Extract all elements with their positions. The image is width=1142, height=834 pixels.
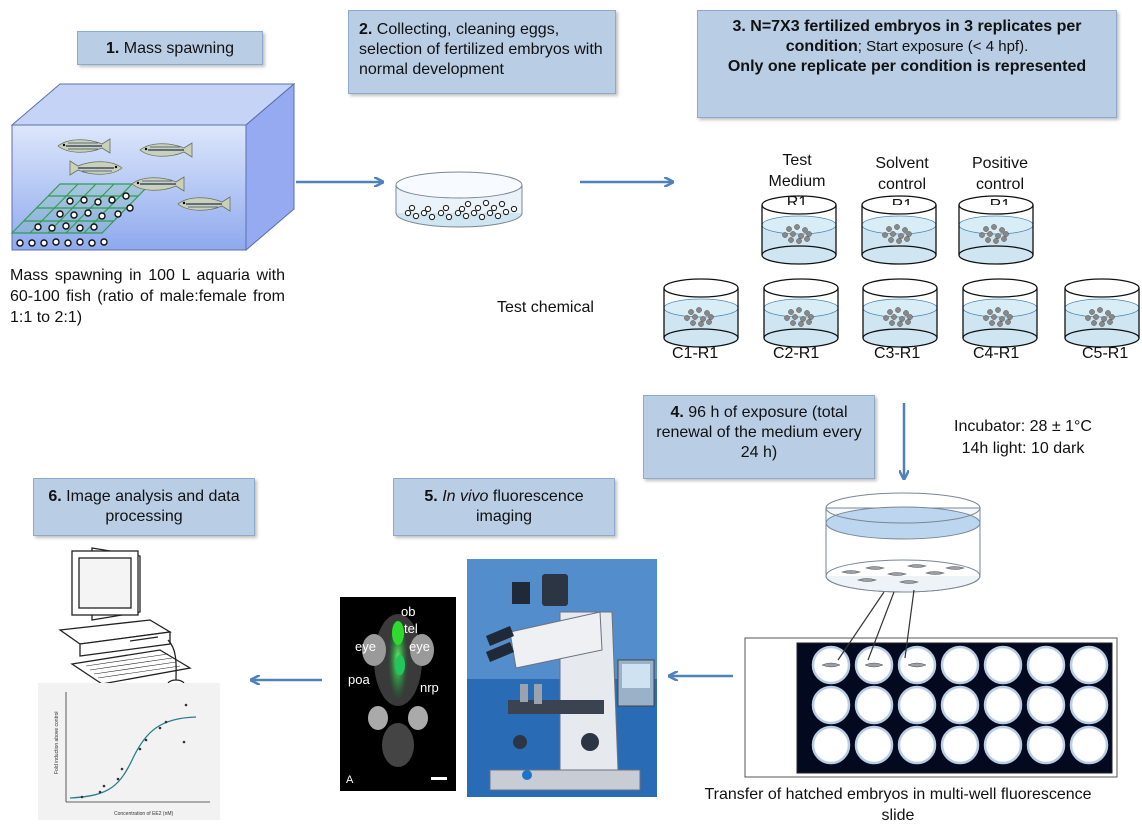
- control-label-line: Test: [782, 152, 812, 169]
- step6-number: 6.: [48, 488, 62, 505]
- transfer-line: [867, 591, 895, 661]
- slide-well: [1026, 725, 1066, 765]
- control-label-line: Positive: [971, 155, 1029, 172]
- step3-box: 3. N=7X3 fertilized embryos in 3 replica…: [697, 10, 1117, 118]
- concentration-beaker-4: [962, 278, 1038, 348]
- conc-label-c4: C4-R1: [973, 345, 1020, 362]
- step1-number: 1.: [105, 40, 120, 57]
- slide-well: [811, 725, 851, 765]
- slide-well: [940, 725, 980, 765]
- incubator-line1: Incubator: 28 ± 1°C: [954, 418, 1092, 435]
- slide-well: [1069, 645, 1109, 685]
- step2-text: Collecting, cleaning eggs, selection of …: [359, 21, 603, 78]
- conc-label-c2: C2-R1: [773, 345, 820, 362]
- label-poa: poa: [348, 672, 370, 687]
- conc-label-c5: C5-R1: [1082, 345, 1129, 362]
- control-beaker-3: [958, 195, 1034, 265]
- control-label-line: Medium: [768, 173, 826, 190]
- plot-xlabel: Concentration of EE2 (nM): [114, 811, 174, 817]
- slide-well: [1069, 725, 1109, 765]
- slide-well: [854, 685, 894, 725]
- spawning-caption: Mass spawning in 100 L aquaria with 60-1…: [10, 267, 285, 326]
- label-nrp: nrp: [420, 680, 439, 695]
- transfer-caption: Transfer of hatched embryos in multi-wel…: [704, 786, 1092, 824]
- slide-well: [897, 725, 937, 765]
- plot-ylabel: Fold induction above control: [54, 711, 60, 774]
- incubator-dish: [825, 492, 981, 593]
- concentration-beaker-5: [1064, 278, 1140, 348]
- label-tel: tel: [404, 621, 418, 636]
- egg-petri-dish: [395, 171, 523, 228]
- label-eye-right: eye: [409, 639, 430, 654]
- control-beaker-1: [761, 195, 837, 265]
- transfer-line: [837, 591, 885, 661]
- label-eye-left: eye: [355, 639, 376, 654]
- step1-text: Mass spawning: [123, 40, 235, 57]
- step6-box: 6. Image analysis and data processing: [33, 478, 255, 536]
- control-beaker-2: [861, 195, 937, 265]
- larva-in-well: [821, 662, 841, 668]
- label-ob: ob: [401, 604, 415, 619]
- test-chemical-label: Test chemical: [497, 299, 594, 316]
- step6-text: Image analysis and data processing: [66, 488, 240, 525]
- step5-number: 5.: [424, 488, 438, 505]
- slide-well: [983, 725, 1023, 765]
- conc-label-c3: C3-R1: [874, 345, 921, 362]
- slide-well: [811, 685, 851, 725]
- concentration-beaker-3: [862, 278, 938, 348]
- step5-italic: In vivo: [442, 488, 489, 505]
- zebrafish-icon: [57, 138, 231, 212]
- step3-bold-note: Only one replicate per condition is repr…: [727, 58, 1087, 75]
- slide-well: [1026, 645, 1066, 685]
- incubator-line2: 14h light: 10 dark: [961, 440, 1085, 457]
- label-panel-a: A: [346, 774, 354, 786]
- concentration-beaker-1: [663, 278, 739, 348]
- transfer-line: [904, 589, 915, 659]
- step1-box: 1. Mass spawning: [77, 31, 263, 65]
- step3-text: ; Start exposure (< 4 hpf).: [857, 38, 1029, 55]
- slide-well: [983, 645, 1023, 685]
- fluorescence-microscope: [467, 559, 657, 797]
- multiwell-fluorescence-slide: [744, 589, 1118, 778]
- step5-text: fluorescence imaging: [475, 488, 584, 525]
- slide-well: [940, 685, 980, 725]
- slide-well: [983, 685, 1023, 725]
- control-label-line: Solvent: [875, 155, 929, 172]
- step2-number: 2.: [359, 21, 373, 38]
- control-label-line: control: [877, 176, 927, 193]
- slide-wells: [811, 645, 1109, 765]
- conc-label-c1: C1-R1: [672, 345, 719, 362]
- fluorescence-larva-image: [340, 597, 456, 791]
- dose-response-plot: [38, 683, 220, 820]
- step3-bold-title: 3. N=7X3 fertilized embryos in 3 replica…: [732, 18, 1082, 55]
- step4-box: 4. 96 h of exposure (total renewal of th…: [643, 395, 875, 479]
- larva-in-well: [907, 662, 927, 668]
- slide-well: [1026, 685, 1066, 725]
- exposure-beakers: [663, 195, 1140, 348]
- larva-in-well: [864, 662, 884, 668]
- slide-well: [1069, 685, 1109, 725]
- computer-icon: [58, 547, 192, 689]
- step4-number: 4.: [670, 404, 684, 421]
- concentration-beaker-2: [763, 278, 839, 348]
- step4-text: 96 h of exposure (total renewal of the m…: [656, 404, 862, 461]
- slide-well: [897, 685, 937, 725]
- slide-well: [854, 725, 894, 765]
- control-label-line: control: [975, 176, 1025, 193]
- step5-box: 5. In vivo fluorescence imaging: [393, 478, 615, 536]
- aquarium-tank: [10, 82, 296, 252]
- step2-box: 2. Collecting, cleaning eggs, selection …: [348, 10, 616, 94]
- slide-well: [940, 645, 980, 685]
